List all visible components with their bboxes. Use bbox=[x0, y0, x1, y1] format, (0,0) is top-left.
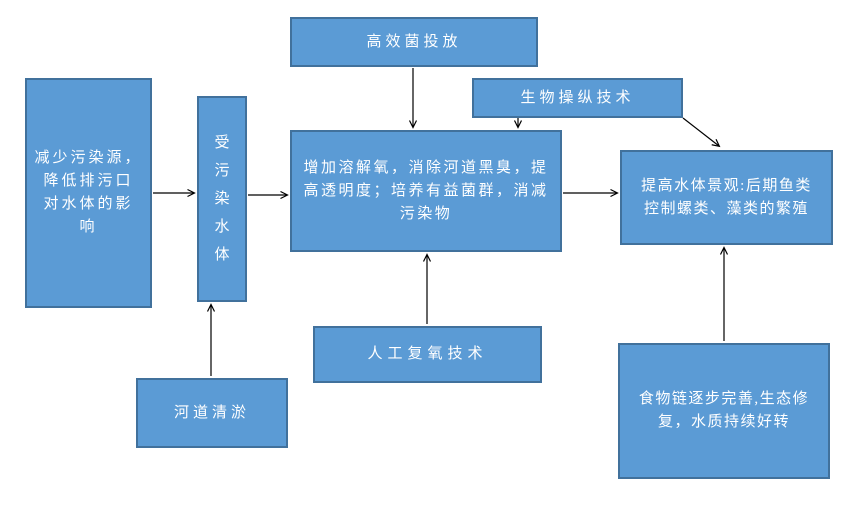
node-bio-manipulation-technology: 生物操纵技术 bbox=[472, 78, 683, 118]
node-river-dredging-label: 河道清淤 bbox=[173, 404, 250, 421]
node-core-process: 增加溶解氧，消除河道黑臭，提 高透明度；培养有益菌群，消减 污染物 bbox=[290, 130, 562, 252]
arrow-bio-to-landscape bbox=[682, 117, 721, 148]
node-bio-manipulation-technology-label: 生物操纵技术 bbox=[520, 89, 635, 106]
node-polluted-water-body-label: 受 污 染 水 体 bbox=[214, 135, 230, 263]
node-efficient-bacteria-dosing-label: 高效菌投放 bbox=[366, 33, 462, 50]
node-efficient-bacteria-dosing: 高效菌投放 bbox=[290, 17, 538, 67]
node-artificial-reoxygenation-label: 人工复氧技术 bbox=[367, 346, 488, 362]
node-improve-water-landscape: 提高水体景观:后期鱼类 控制螺类、藻类的繁殖 bbox=[620, 150, 833, 245]
node-core-process-label: 增加溶解氧，消除河道黑臭，提 高透明度；培养有益菌群，消减 污染物 bbox=[303, 159, 549, 222]
node-artificial-reoxygenation: 人工复氧技术 bbox=[313, 326, 542, 383]
node-reduce-pollution-sources: 减少污染源， 降低排污口 对水体的影 响 bbox=[25, 78, 152, 308]
node-food-chain-improvement-label: 食物链逐步完善,生态修 复，水质持续好转 bbox=[638, 391, 810, 430]
node-food-chain-improvement: 食物链逐步完善,生态修 复，水质持续好转 bbox=[618, 343, 830, 479]
node-improve-water-landscape-label: 提高水体景观:后期鱼类 控制螺类、藻类的繁殖 bbox=[641, 177, 812, 217]
node-polluted-water-body: 受 污 染 水 体 bbox=[197, 96, 247, 302]
node-reduce-pollution-sources-label: 减少污染源， 降低排污口 对水体的影 响 bbox=[34, 150, 143, 235]
node-river-dredging: 河道清淤 bbox=[136, 378, 288, 448]
